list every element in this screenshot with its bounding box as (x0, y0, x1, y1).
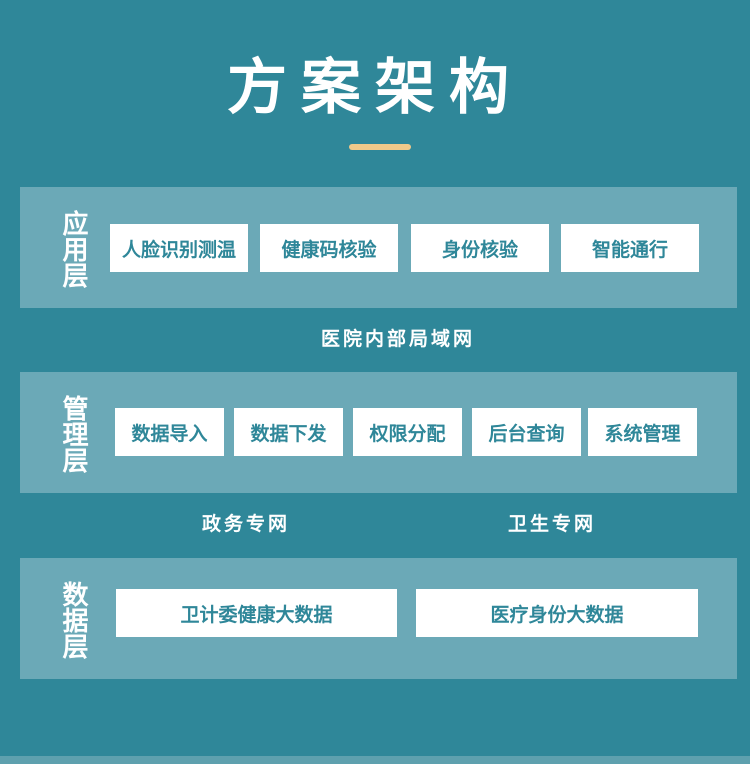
app-item-identity-verify: 身份核验 (411, 224, 549, 272)
app-item-health-code-verify: 健康码核验 (260, 224, 398, 272)
data-layer-panel: 数据层 卫计委健康大数据 医疗身份大数据 (20, 558, 737, 679)
application-layer-panel: 应用层 人脸识别测温 健康码核验 身份核验 智能通行 (20, 187, 737, 308)
app-item-face-recognition-temperature: 人脸识别测温 (110, 224, 248, 272)
mgmt-item-data-import: 数据导入 (115, 408, 224, 456)
network-label-government: 政务专网 (202, 513, 291, 535)
data-item-health-commission-bigdata: 卫计委健康大数据 (116, 589, 397, 637)
management-layer-panel: 管理层 数据导入 数据下发 权限分配 后台查询 系统管理 (20, 372, 737, 493)
mgmt-item-backend-query: 后台查询 (472, 408, 581, 456)
page-title: 方案架构 (227, 53, 523, 123)
mgmt-item-system-management: 系统管理 (588, 408, 697, 456)
application-layer-label: 应用层 (58, 210, 88, 288)
data-item-medical-identity-bigdata: 医疗身份大数据 (416, 589, 698, 637)
app-item-smart-access: 智能通行 (561, 224, 699, 272)
mgmt-item-data-dispatch: 数据下发 (234, 408, 343, 456)
mgmt-item-permission-assign: 权限分配 (353, 408, 462, 456)
management-layer-label: 管理层 (58, 395, 88, 473)
network-label-health: 卫生专网 (508, 513, 597, 535)
bottom-strip (0, 756, 750, 764)
network-label-hospital-lan: 医院内部局域网 (321, 328, 476, 350)
title-underline (349, 144, 411, 150)
data-layer-label: 数据层 (58, 581, 88, 659)
